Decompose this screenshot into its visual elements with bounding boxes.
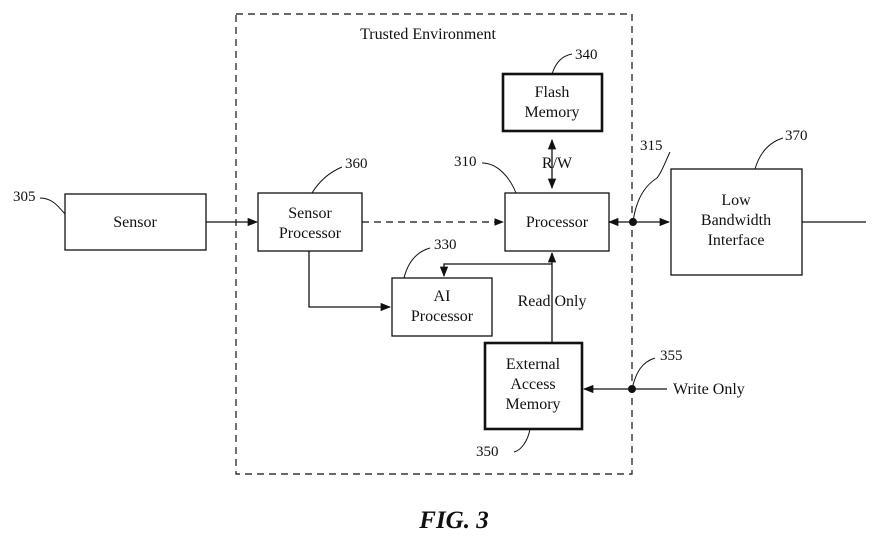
ai-processor-line1: AI xyxy=(434,288,451,305)
flash-memory-ref-leader xyxy=(551,53,573,75)
external-memory-line1: External xyxy=(506,356,561,373)
rw-label: R/W xyxy=(542,155,573,172)
flash-memory-block xyxy=(501,72,604,133)
sensor-processor-line2: Processor xyxy=(279,225,342,242)
processor-label: Processor xyxy=(526,214,589,231)
write-node-ref: 355 xyxy=(660,348,683,364)
flash-memory-line2: Memory xyxy=(524,104,579,121)
ai-processor-ref-leader xyxy=(403,247,431,279)
low-bandwidth-line3: Interface xyxy=(708,232,765,249)
sensor-processor-to-ai-processor-arrow xyxy=(308,251,392,312)
write-only-label: Write Only xyxy=(673,381,745,398)
trusted-environment-title: Trusted Environment xyxy=(360,26,496,43)
ai-processor-ref: 330 xyxy=(434,237,457,253)
sensor-processor-ref: 360 xyxy=(345,156,368,172)
ai-processor-block xyxy=(391,277,493,337)
processor-to-ai-processor-arrow xyxy=(439,263,552,278)
sensor-ref: 305 xyxy=(13,189,36,205)
processor-ref-leader xyxy=(481,162,517,194)
flash-memory-line1: Flash xyxy=(535,84,570,101)
figure-caption: FIG. 3 xyxy=(418,507,488,534)
output-node-ref: 315 xyxy=(640,138,663,154)
sensor-ref-leader xyxy=(39,197,66,215)
write-node-ref-leader xyxy=(631,357,656,390)
processor-block xyxy=(504,192,610,252)
processor-ref: 310 xyxy=(454,154,477,170)
low-bandwidth-line1: Low xyxy=(721,192,751,209)
external-memory-line2: Access xyxy=(510,376,555,393)
low-bandwidth-ref-leader xyxy=(754,137,784,170)
sensor-processor-block xyxy=(257,192,363,252)
low-bandwidth-ref: 370 xyxy=(785,128,808,144)
external-access-memory-block xyxy=(483,341,584,431)
sensor-processor-line1: Sensor xyxy=(288,205,332,222)
output-node-ref-leader xyxy=(632,151,671,223)
ai-processor-line2: Processor xyxy=(411,308,474,325)
external-memory-line3: Memory xyxy=(505,396,560,413)
external-memory-ref: 350 xyxy=(476,444,499,460)
sensor-processor-ref-leader xyxy=(311,166,343,194)
trusted-environment-boundary xyxy=(235,13,633,475)
low-bandwidth-line2: Bandwidth xyxy=(701,212,771,229)
read-only-label: Read Only xyxy=(518,293,587,310)
sensor-label: Sensor xyxy=(113,214,157,231)
external-memory-ref-leader xyxy=(513,428,531,453)
flash-memory-ref: 340 xyxy=(575,47,598,63)
